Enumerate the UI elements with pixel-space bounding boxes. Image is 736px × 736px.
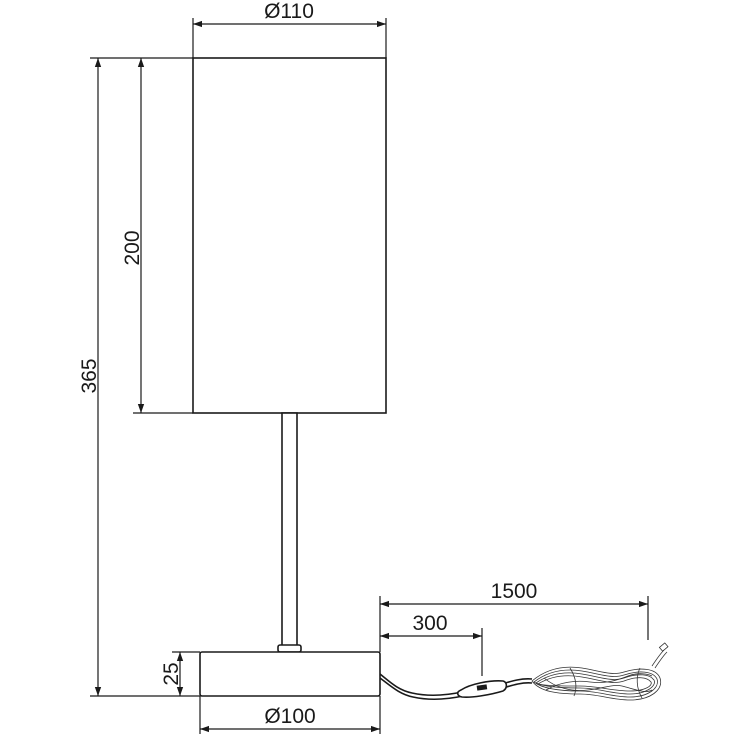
cord-length-label: 1500 (491, 580, 538, 603)
switch-button-icon (476, 684, 488, 691)
coiled-cord-icon (531, 666, 662, 701)
lamp-stem (281, 412, 298, 649)
shade-height-label: 200 (121, 230, 144, 265)
base-diameter-label: Ø100 (264, 705, 315, 728)
stem-collar (277, 644, 302, 653)
power-cord (379, 673, 533, 701)
dimension-base-diameter: Ø100 (199, 696, 381, 734)
dimension-switch-distance: 300 (380, 612, 483, 676)
lamp-body (192, 57, 387, 697)
base-height-label: 25 (160, 662, 183, 685)
lamp-shade (192, 57, 387, 414)
total-height-label: 365 (78, 358, 101, 393)
dimension-cord-length: 1500 (379, 580, 649, 652)
plug-icon (651, 642, 669, 669)
lamp-base (199, 651, 381, 697)
dimension-total-height: 365 (78, 57, 200, 697)
shade-diameter-label: Ø110 (264, 0, 314, 23)
dimension-shade-height: 200 (121, 57, 193, 414)
inline-switch (456, 680, 508, 698)
dimension-shade-diameter: Ø110 (192, 0, 387, 58)
dimension-base-height: 25 (160, 651, 200, 696)
switch-distance-label: 300 (412, 612, 447, 635)
